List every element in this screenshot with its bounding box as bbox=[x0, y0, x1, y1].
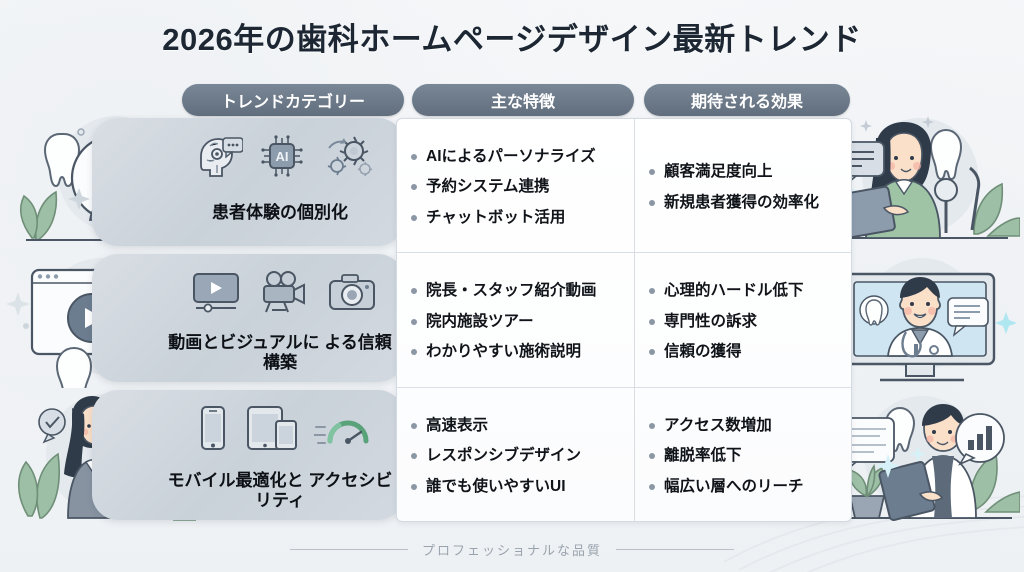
category-card-row3[interactable]: モバイル最適化と アクセシビリティ bbox=[92, 390, 404, 520]
category-icons-row1: AI bbox=[92, 128, 404, 184]
table-row: AIによるパーソナライズ 予約システム連携 チャットボット活用 顧客満足度向上 … bbox=[397, 119, 851, 254]
column-header-features: 主な特徴 bbox=[412, 84, 634, 116]
category-label-row2: 動画とビジュアルに よる信頼構築 bbox=[168, 332, 392, 373]
list-item: 心理的ハードル低下 bbox=[649, 281, 841, 301]
features-cell-row3: 高速表示 レスポンシブデザイン 誰でも使いやすいUI bbox=[397, 387, 635, 521]
list-item: わかりやすい施術説明 bbox=[411, 342, 624, 362]
category-card-row1[interactable]: AI bbox=[92, 118, 404, 246]
column-header-row: トレンドカテゴリー 主な特徴 期待される効果 bbox=[0, 84, 1024, 116]
page-title: 2026年の歯科ホームページデザイン最新トレンド bbox=[162, 22, 862, 57]
ai-robot-head-icon bbox=[200, 137, 243, 177]
list-item: AIによるパーソナライズ bbox=[411, 147, 624, 167]
photo-camera-icon bbox=[329, 274, 375, 310]
list-item: アクセス数増加 bbox=[649, 416, 841, 436]
table-row: 高速表示 レスポンシブデザイン 誰でも使いやすいUI アクセス数増加 離脱率低下… bbox=[397, 387, 851, 521]
column-header-effects: 期待される効果 bbox=[644, 84, 850, 116]
smartphone-icon bbox=[201, 406, 225, 450]
footer: プロフェッショナルな品質 bbox=[0, 538, 1024, 560]
list-item: 新規患者獲得の効率化 bbox=[649, 193, 841, 213]
footer-rule-right bbox=[616, 548, 734, 550]
features-cell-row2: 院長・スタッフ紹介動画 院内施設ツアー わかりやすい施術説明 bbox=[397, 253, 635, 387]
effects-cell-row1: 顧客満足度向上 新規患者獲得の効率化 bbox=[635, 119, 851, 252]
movie-camera-icon bbox=[263, 271, 305, 313]
table-row: 院長・スタッフ紹介動画 院内施設ツアー わかりやすい施術説明 心理的ハードル低下… bbox=[397, 253, 851, 388]
category-card-row2[interactable]: 動画とビジュアルに よる信頼構築 bbox=[92, 254, 404, 382]
category-icons-row3 bbox=[92, 400, 404, 456]
list-item: 離脱率低下 bbox=[649, 446, 841, 466]
gears-icon bbox=[327, 136, 373, 177]
effects-cell-row3: アクセス数増加 離脱率低下 幅広い層へのリーチ bbox=[635, 388, 851, 521]
category-label-row1: 患者体験の個別化 bbox=[212, 203, 348, 223]
footer-text: プロフェッショナルな品質 bbox=[421, 542, 602, 558]
list-item: 誰でも使いやすいUI bbox=[411, 477, 624, 497]
list-item: 信頼の獲得 bbox=[649, 342, 841, 362]
list-item: 高速表示 bbox=[411, 416, 624, 436]
illustration-row2-right bbox=[824, 252, 1020, 388]
category-icons-row2 bbox=[92, 264, 404, 320]
list-item: 顧客満足度向上 bbox=[649, 162, 841, 182]
category-label-row3: モバイル最適化と アクセシビリティ bbox=[167, 470, 393, 511]
list-item: 予約システム連携 bbox=[411, 177, 624, 197]
list-item: 幅広い層へのリーチ bbox=[649, 477, 841, 497]
list-item: 専門性の訴求 bbox=[649, 312, 841, 332]
tablet-and-phone-icon bbox=[247, 406, 297, 450]
list-item: 院内施設ツアー bbox=[411, 312, 624, 332]
list-item: レスポンシブデザイン bbox=[411, 446, 624, 466]
features-cell-row1: AIによるパーソナライズ 予約システム連携 チャットボット活用 bbox=[397, 119, 635, 253]
column-header-category: トレンドカテゴリー bbox=[182, 84, 404, 116]
list-item: チャットボット活用 bbox=[411, 208, 624, 228]
illustration-row3-right bbox=[824, 388, 1020, 526]
ai-chip-icon: AI bbox=[261, 135, 303, 177]
illustration-row1-right bbox=[824, 112, 1020, 248]
trend-table: AIによるパーソナライズ 予約システム連携 チャットボット活用 顧客満足度向上 … bbox=[396, 118, 852, 522]
effects-cell-row2: 心理的ハードル低下 専門性の訴求 信頼の獲得 bbox=[635, 253, 851, 386]
video-player-icon bbox=[193, 273, 239, 313]
speed-gauge-icon bbox=[314, 420, 369, 444]
footer-rule-left bbox=[289, 548, 408, 550]
svg-text:AI: AI bbox=[276, 149, 289, 164]
list-item: 院長・スタッフ紹介動画 bbox=[411, 281, 624, 301]
